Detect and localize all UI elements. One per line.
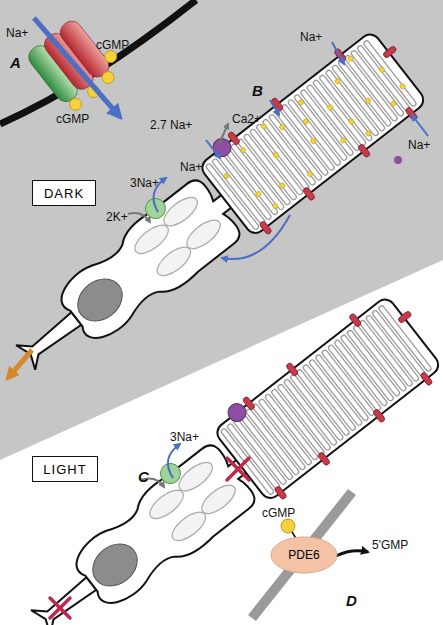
cgmp-dot	[255, 190, 262, 197]
block-mark	[50, 598, 70, 618]
cgmp-dot	[378, 66, 385, 73]
cgmp-dot	[279, 182, 286, 189]
state-box: DARK	[32, 180, 96, 206]
cgmp-dot	[239, 146, 246, 153]
panel-letter: C	[138, 470, 149, 484]
ion-label: 3Na+	[130, 176, 159, 190]
shape-part	[50, 598, 70, 618]
shape-part	[128, 213, 150, 222]
shape-part	[227, 458, 249, 480]
cgmp-molecule	[281, 519, 295, 533]
hydrolysis-arrow	[336, 551, 368, 556]
cgmp-dot	[334, 78, 341, 85]
shape-part	[222, 215, 290, 259]
release-arrow	[8, 350, 32, 378]
node-text: DARK	[44, 186, 84, 201]
shape-part	[270, 100, 279, 115]
cgmp-dot	[365, 130, 372, 137]
ion-label: 2K+	[106, 210, 128, 224]
shape-part	[206, 140, 220, 158]
calcium-dot	[394, 156, 402, 164]
cgmp-dot	[399, 83, 406, 90]
molecule-label: cGMP	[262, 506, 295, 520]
node-text: PDE6	[288, 548, 319, 562]
molecule-label: 5'GMP	[372, 538, 408, 552]
cgmp-dot	[340, 137, 347, 144]
membrane	[0, 0, 196, 124]
ion-label: Na+	[408, 138, 430, 152]
ion-flow-arrow	[34, 18, 120, 117]
shape-part	[332, 42, 344, 64]
panel-letter: A	[10, 56, 21, 70]
disk-membrane	[252, 492, 352, 618]
cgmp-dot	[327, 104, 334, 111]
cgmp-dot	[279, 124, 286, 131]
shape-part	[412, 115, 428, 136]
molecule-label: cGMP	[56, 112, 89, 126]
cgmp-dot	[272, 202, 279, 209]
shape-part	[219, 124, 228, 144]
cgmp-dot	[364, 97, 371, 104]
cgmp-dot	[310, 137, 317, 144]
ion-label: Na+	[300, 30, 322, 44]
block-mark	[227, 458, 249, 480]
ion-label: Na+	[6, 26, 28, 40]
cgmp-dot	[223, 172, 230, 179]
ion-label: Ca2+	[232, 112, 261, 126]
shape-part	[168, 444, 180, 478]
shape-part	[227, 458, 249, 480]
ion-label: 3Na+	[170, 430, 199, 444]
enzyme-oval: PDE6	[270, 536, 338, 574]
cgmp-dot	[348, 118, 355, 125]
dark-arrows	[128, 42, 428, 259]
cgmp-dot	[297, 99, 304, 106]
cgmp-dot	[347, 55, 354, 62]
photoreceptor-copy	[8, 284, 443, 625]
panel-letter: D	[346, 594, 357, 608]
cgmp-dots	[213, 40, 416, 222]
ion-label: 2.7 Na+	[150, 118, 192, 132]
oval-fill	[271, 537, 337, 573]
ion-label: Na+	[180, 160, 202, 174]
shape-part	[50, 598, 70, 618]
molecule-label: cGMP	[96, 38, 129, 52]
state-box: LIGHT	[32, 456, 98, 482]
cgmp-dot	[272, 151, 279, 158]
cgmp-dot	[390, 100, 397, 107]
panel-letter: B	[252, 84, 263, 98]
cgmp-dot	[260, 123, 267, 130]
shape-part	[100, 69, 117, 86]
cgmp-dot	[302, 118, 309, 125]
shape-part	[67, 96, 84, 113]
light-cell	[8, 284, 443, 625]
node-text: LIGHT	[43, 462, 86, 477]
cgmp-dot	[306, 170, 313, 177]
